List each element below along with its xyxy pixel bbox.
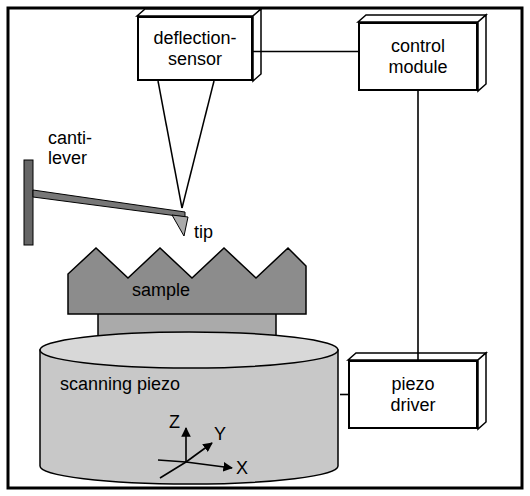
box-depth xyxy=(348,353,486,360)
part-label: canti- lever xyxy=(48,128,100,168)
box-depth xyxy=(478,15,486,91)
axis-label: X xyxy=(236,458,248,478)
node-text: deflection- sensor xyxy=(147,28,243,70)
z-axis xyxy=(185,428,187,462)
connector-line xyxy=(417,91,419,360)
connector-line xyxy=(253,51,358,53)
part-label: tip xyxy=(194,222,213,242)
node-text: scanning piezo xyxy=(60,374,340,395)
cylinder-top xyxy=(40,332,338,368)
box-depth xyxy=(137,9,261,16)
box-depth xyxy=(478,353,486,429)
cantilever-holder xyxy=(24,160,33,245)
axis-label: Y xyxy=(214,424,226,444)
sensor-box: deflection- sensor xyxy=(137,16,253,81)
node-text: control module xyxy=(378,36,458,78)
box-depth xyxy=(253,9,261,81)
light-beam xyxy=(182,81,214,208)
sample-shape: sample xyxy=(66,244,308,316)
node-text: piezo driver xyxy=(373,374,453,416)
tip-symbol xyxy=(172,215,188,236)
cylinder-body xyxy=(40,350,338,484)
connector-line xyxy=(340,394,348,396)
control-box: control module xyxy=(358,22,478,91)
frame xyxy=(8,8,522,488)
cantilever-beam xyxy=(33,190,185,217)
light-beam xyxy=(158,81,182,208)
axis-label: Z xyxy=(169,412,180,432)
box-depth xyxy=(358,15,486,22)
driver-box: piezo driver xyxy=(348,360,478,429)
node-text: sample xyxy=(132,280,308,301)
